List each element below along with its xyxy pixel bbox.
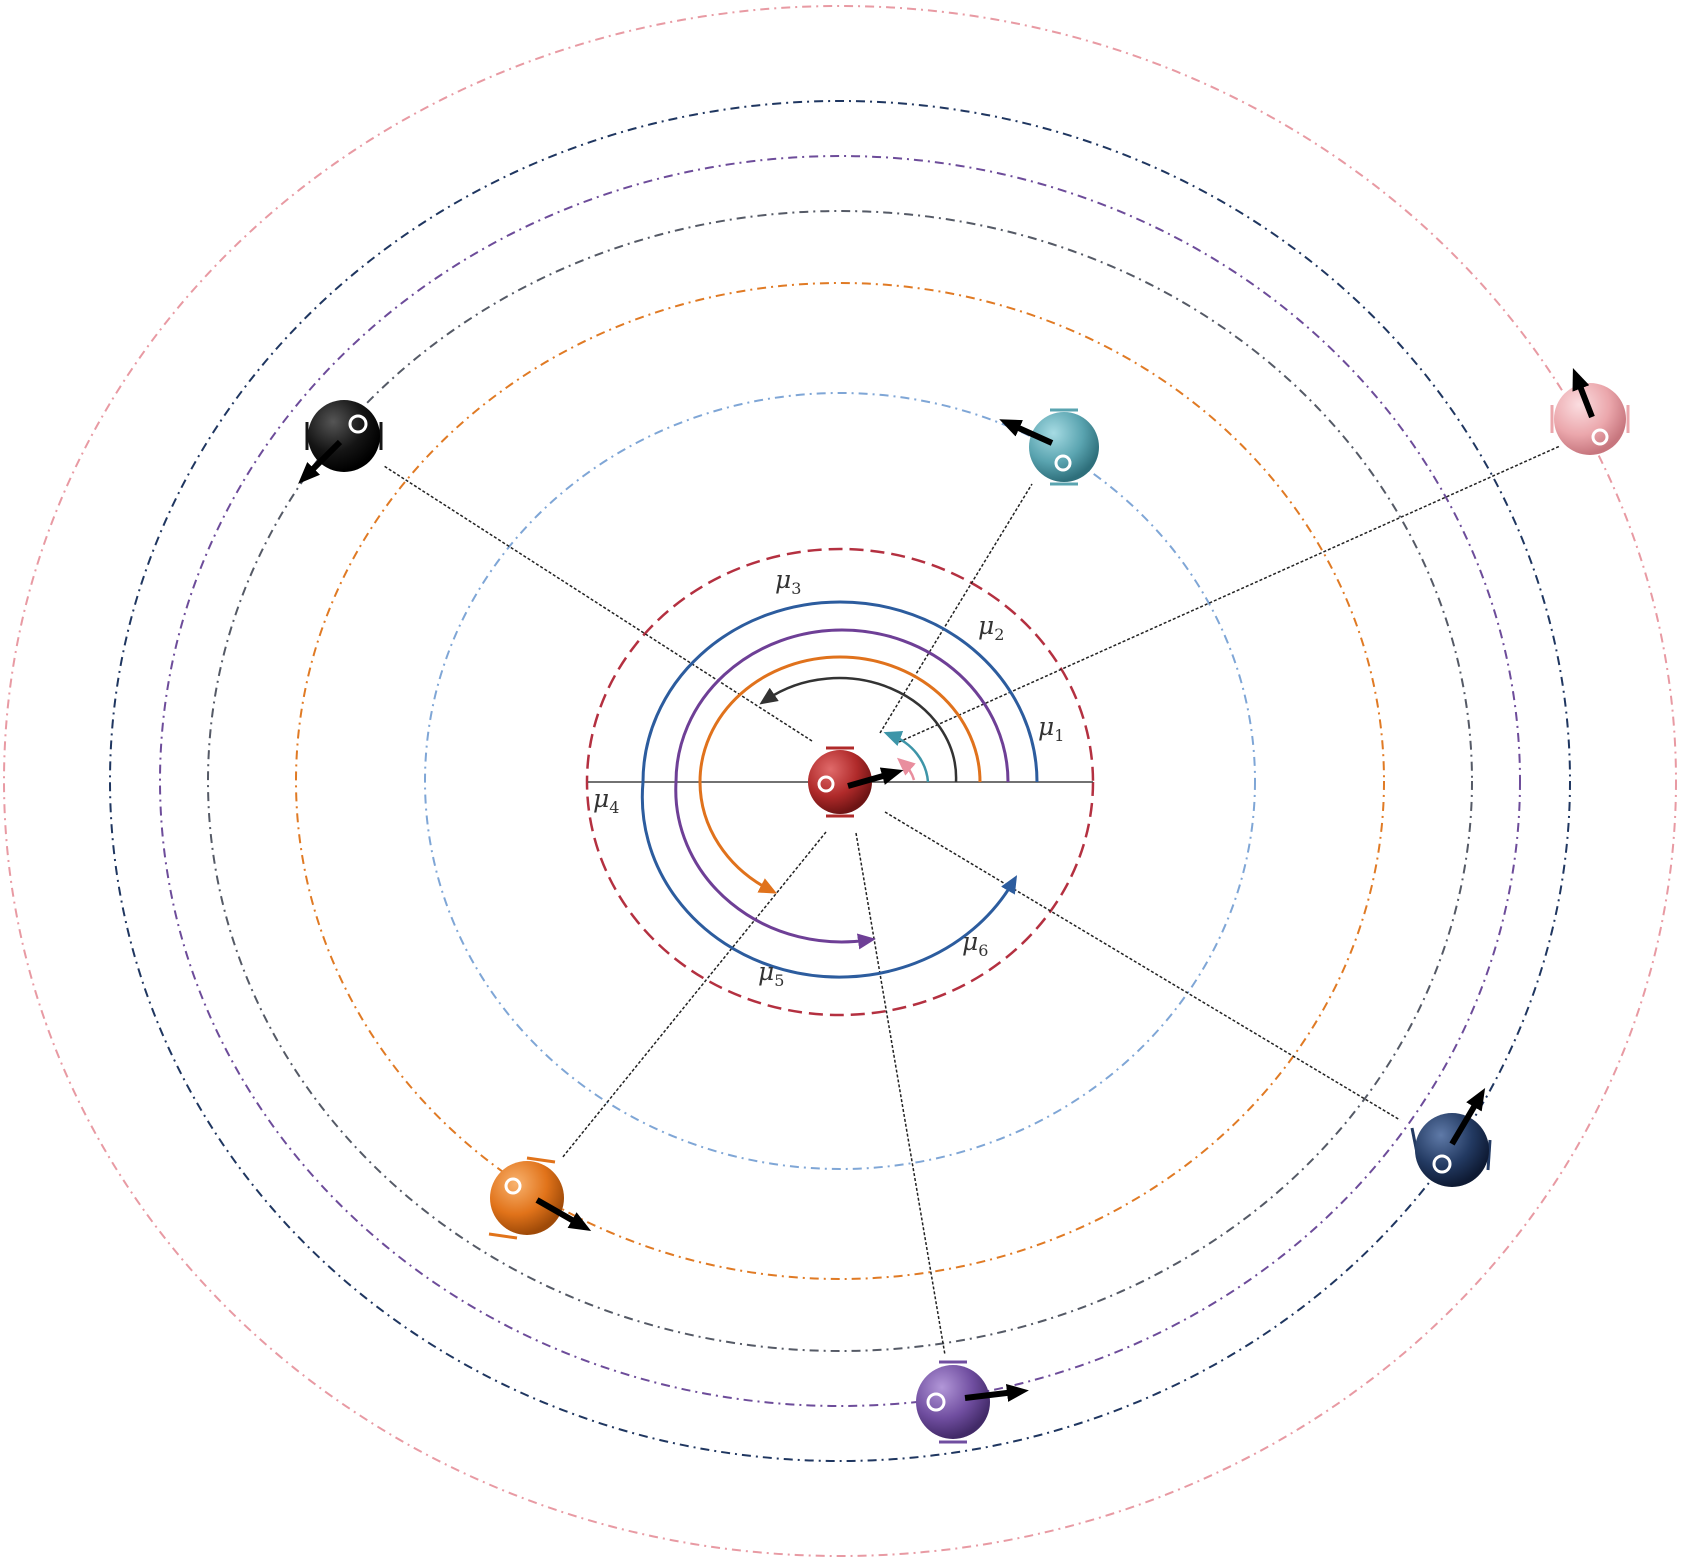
arc-teal [883, 731, 930, 783]
robot-body [808, 750, 872, 814]
arc-black [759, 676, 958, 783]
robot-body [490, 1161, 564, 1235]
robot-eye [348, 414, 368, 434]
robot-eye [1054, 454, 1072, 472]
label-mu2: μ2 [978, 611, 1004, 644]
robot-eye [1432, 1154, 1452, 1174]
label-mu4: μ4 [593, 784, 619, 817]
connector-black [383, 465, 813, 742]
arc-orange [698, 655, 982, 894]
label-mu6: μ6 [962, 927, 988, 960]
heading-arrow [535, 1197, 592, 1231]
robot-orange [488, 1156, 592, 1240]
connector-purple [855, 832, 946, 1356]
arc-purple-mu2-mu5 [674, 628, 1010, 950]
connector-orange [561, 831, 827, 1159]
robot-navy [1410, 1087, 1492, 1187]
robot-eye [1591, 428, 1609, 446]
robot-body [1029, 412, 1099, 482]
orbit-pink [3, 5, 1677, 1557]
robot-eye [817, 775, 835, 793]
heading-arrow [298, 439, 343, 484]
angle-arcs [640, 600, 1039, 979]
connector-teal [879, 483, 1033, 734]
arc-blue-mu3-mu6 [640, 600, 1039, 979]
robot-black [298, 400, 383, 484]
angle-labels: μ1 μ2 μ3 μ4 μ5 μ6 [593, 565, 1064, 990]
wheel-bottom [488, 1232, 518, 1240]
label-mu3: μ3 [775, 565, 801, 598]
arc-pink [896, 757, 916, 781]
orbit-orange [295, 282, 1385, 1280]
robot-eye [926, 1392, 946, 1412]
connector-lines [383, 445, 1561, 1356]
heading-arrow [964, 1384, 1029, 1402]
orbit-gray [207, 210, 1473, 1352]
label-mu5: μ5 [758, 957, 784, 990]
robot-purple [916, 1360, 1029, 1444]
orbits [3, 5, 1677, 1557]
robot-teal [999, 408, 1099, 486]
robot-body [916, 1365, 990, 1439]
heading-arrow [1572, 367, 1595, 419]
center-robot [808, 746, 904, 818]
robot-body [1415, 1113, 1489, 1187]
orbit-purple [159, 155, 1521, 1407]
label-mu1: μ1 [1038, 712, 1064, 745]
connector-pink [898, 445, 1561, 743]
wheel-top [526, 1156, 556, 1164]
robot-body [1554, 383, 1626, 455]
wheel-right [1486, 1139, 1492, 1171]
connector-navy [884, 811, 1401, 1121]
heading-arrow [847, 767, 904, 789]
robot-pink [1550, 367, 1630, 455]
robot-eye [504, 1177, 522, 1195]
orbit-navy [109, 100, 1571, 1462]
heading-arrow [1449, 1087, 1486, 1146]
heading-arrow [999, 419, 1054, 446]
orbit-light-blue [424, 392, 1256, 1170]
